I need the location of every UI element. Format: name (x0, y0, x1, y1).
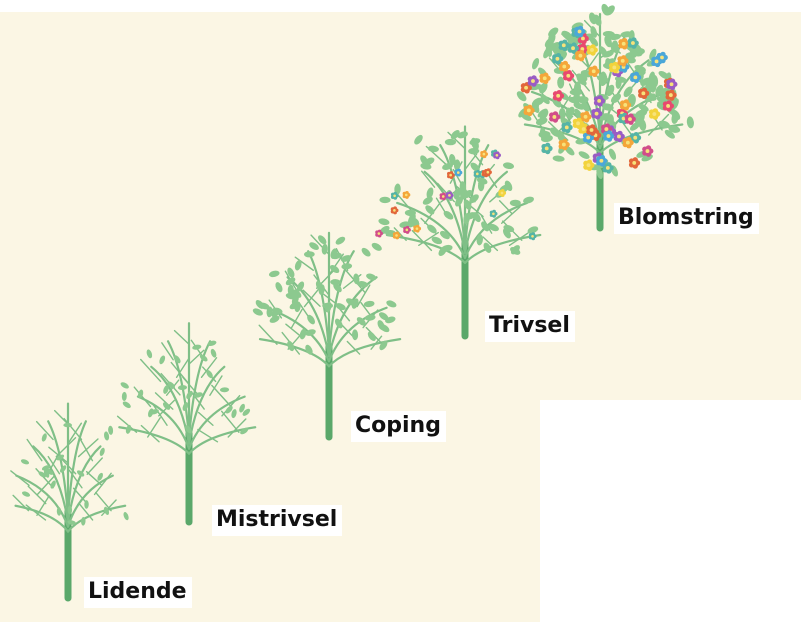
stage-label-lidende: Lidende (84, 577, 192, 608)
leaf (63, 423, 72, 427)
stage-label-trivsel: Trivsel (485, 311, 575, 342)
stage-label-coping: Coping (351, 411, 446, 442)
leaf (68, 506, 72, 515)
stage-label-blomstring: Blomstring (614, 203, 759, 234)
stage-label-mistrivsel: Mistrivsel (212, 505, 342, 536)
leaf (510, 200, 521, 206)
leaf (445, 139, 456, 145)
background-panel (0, 12, 801, 622)
